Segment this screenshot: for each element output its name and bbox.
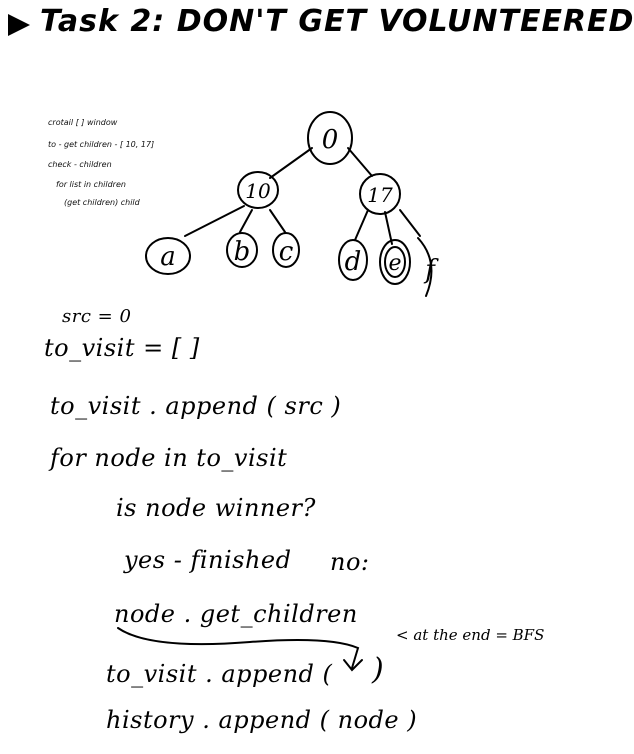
tree-node-17: [359, 173, 401, 215]
code-paren: ): [372, 652, 385, 687]
tree-leaf-label: b: [234, 237, 251, 267]
tree-edge: [269, 147, 313, 179]
tree-leaf-e: [379, 239, 411, 285]
tree-node-label: 0: [322, 125, 339, 155]
tree-leaf-f-stroke: [417, 237, 433, 297]
page-title: Task 2: DON'T GET VOLUNTEERED: [40, 4, 634, 39]
tree-leaf-d: [338, 239, 368, 281]
tree-edge: [269, 209, 286, 233]
tree-edge: [347, 147, 373, 177]
tree-leaf-e-inner: [384, 246, 406, 278]
scribble-line: check - children: [48, 160, 112, 169]
scribble-line: (get children) child: [64, 198, 140, 207]
tree-edge: [399, 209, 421, 237]
code-line: history . append ( node ): [106, 706, 418, 734]
code-line: to_visit = [ ]: [44, 334, 200, 362]
code-line: is node winner?: [116, 494, 316, 522]
flow-arrow-icon: [117, 627, 363, 672]
scribble-line: to - get children - [ 10, 17]: [48, 140, 155, 149]
tree-edge: [239, 209, 253, 233]
tree-node-label: 10: [245, 179, 271, 203]
tree-diagram: 0 10 17 a b c d e f: [145, 111, 439, 297]
code-line: node . get_children: [114, 600, 358, 628]
tree-leaf-label: c: [279, 237, 294, 267]
tree-node-label: 17: [367, 183, 393, 207]
bfs-annotation: < at the end = BFS: [396, 626, 545, 644]
play-arrow-icon: [8, 14, 30, 36]
code-line: to_visit . append (: [106, 660, 333, 688]
tree-leaf-label: d: [345, 247, 362, 277]
scribble-line: for list in children: [56, 180, 126, 189]
tree-leaf-c: [272, 232, 300, 268]
tree-leaf-b: [226, 232, 258, 268]
tree-leaf-a: [145, 237, 191, 275]
tree-edge: [354, 209, 369, 241]
tree-leaf-label: a: [160, 242, 176, 272]
code-line: to_visit . append ( src ): [50, 392, 342, 420]
tree-leaf-label: e: [388, 251, 401, 276]
code-line: no:: [330, 548, 370, 576]
code-line: for node in to_visit: [50, 444, 288, 472]
tree-edge: [184, 205, 245, 237]
scribble-line: crotail [ ] window: [48, 118, 118, 127]
tree-edge: [384, 211, 393, 245]
code-line: src = 0: [62, 306, 132, 327]
code-line: yes - finished: [124, 546, 292, 574]
tree-node-root: [307, 111, 353, 165]
tree-node-10: [237, 171, 279, 209]
